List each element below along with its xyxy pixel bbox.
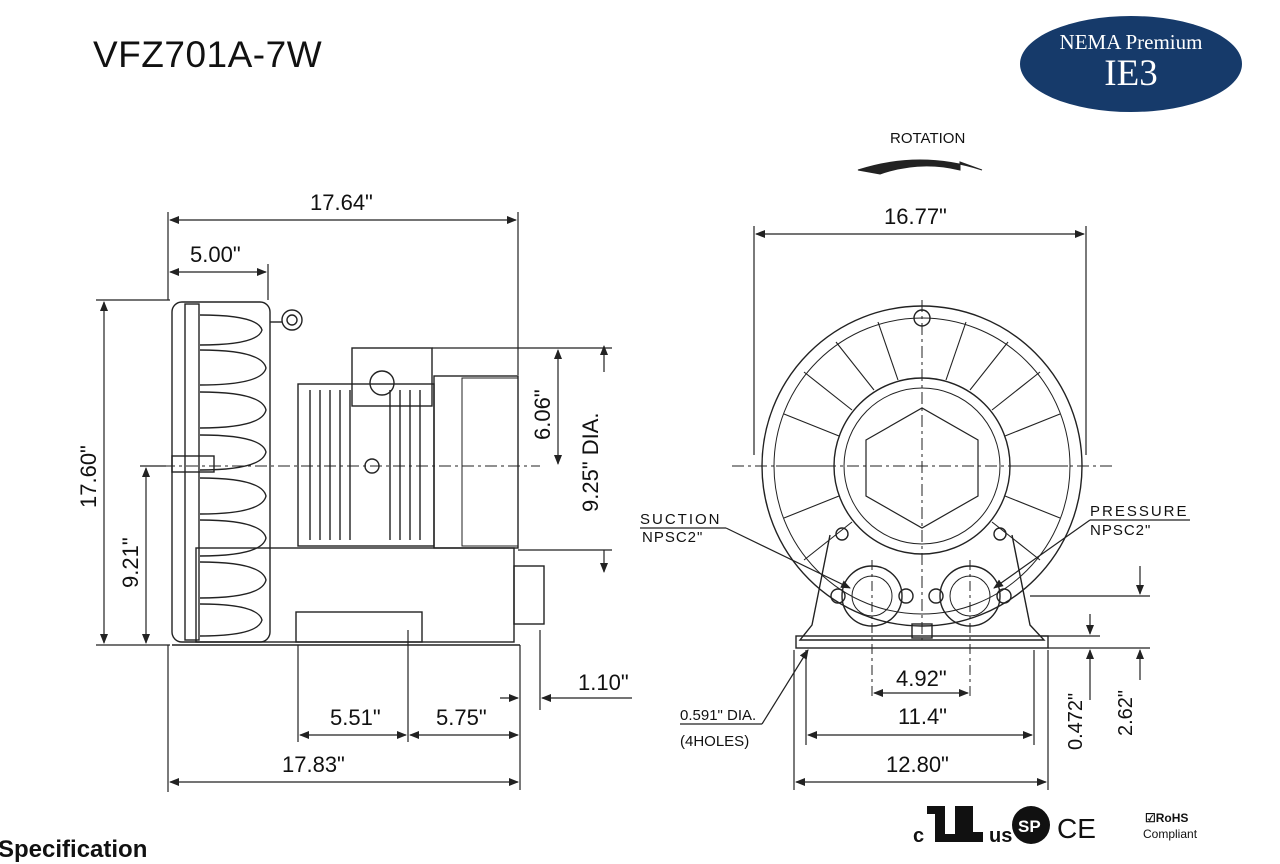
rohs-compliant: Compliant: [1143, 827, 1198, 841]
specification-heading: Specification: [0, 836, 148, 863]
dim-front-width: 16.77": [884, 204, 947, 229]
nema-premium-badge: NEMA Premium IE3: [1020, 16, 1242, 112]
dim-impeller-section: 5.00": [190, 242, 241, 267]
dim-hole-spacing: 11.4": [898, 704, 947, 729]
ul-logo-icon: [927, 806, 983, 842]
dim-height: 17.60": [76, 445, 101, 508]
suction-size: NPSC2": [642, 529, 703, 546]
dim-base-width: 12.80": [886, 752, 949, 777]
dim-base-b: 5.75": [436, 705, 487, 730]
nema-badge-top-text: NEMA Premium: [1059, 30, 1203, 54]
dim-base-total: 17.83": [282, 752, 345, 777]
rotation-arrow: [857, 159, 983, 175]
dim-hole-count: (4HOLES): [680, 733, 749, 750]
rotation-label: ROTATION: [890, 130, 965, 147]
certification-marks: c us SP CE ☑RoHS Compliant: [913, 806, 1198, 847]
side-view: [140, 301, 545, 646]
model-title: VFZ701A-7W: [93, 34, 323, 75]
motor-body: [297, 347, 519, 549]
outlet-ports: [830, 527, 1012, 627]
side-view-dimension-lines: [96, 212, 632, 792]
dim-foot-height: 0.472": [1065, 693, 1087, 750]
dimension-labels: 17.64" 5.00" 17.60" 9.21" 6.06" 9.25" DI…: [76, 130, 1189, 777]
dim-port-height: 2.62": [1115, 690, 1137, 736]
dim-motor-dia: 9.25" DIA.: [578, 412, 603, 512]
dim-motor-half: 6.06": [530, 389, 555, 440]
front-view-dimension-lines: [640, 226, 1190, 790]
suction-label: SUCTION: [640, 511, 722, 528]
blower-housing: [171, 301, 303, 643]
pressure-label: PRESSURE: [1090, 503, 1189, 520]
front-view: [732, 300, 1112, 700]
dim-overall-length: 17.64": [310, 190, 373, 215]
ce-mark: CE: [1057, 813, 1096, 844]
dim-base-offset: 1.10": [578, 670, 629, 695]
pressure-size: NPSC2": [1090, 522, 1151, 539]
csa-logo-icon: [1012, 806, 1050, 844]
nema-badge-main-text: IE3: [1104, 53, 1158, 94]
csa-mark: SP: [1018, 817, 1041, 836]
dim-base-a: 5.51": [330, 705, 381, 730]
base-plate: [172, 547, 545, 646]
dim-hole-dia: 0.591" DIA.: [680, 707, 756, 724]
dim-center-height: 9.21": [118, 537, 143, 588]
rohs-mark: ☑RoHS: [1145, 811, 1188, 825]
ul-us-mark: us: [989, 825, 1012, 847]
ul-c-mark: c: [913, 825, 924, 847]
dim-port-spacing: 4.92": [896, 666, 947, 691]
